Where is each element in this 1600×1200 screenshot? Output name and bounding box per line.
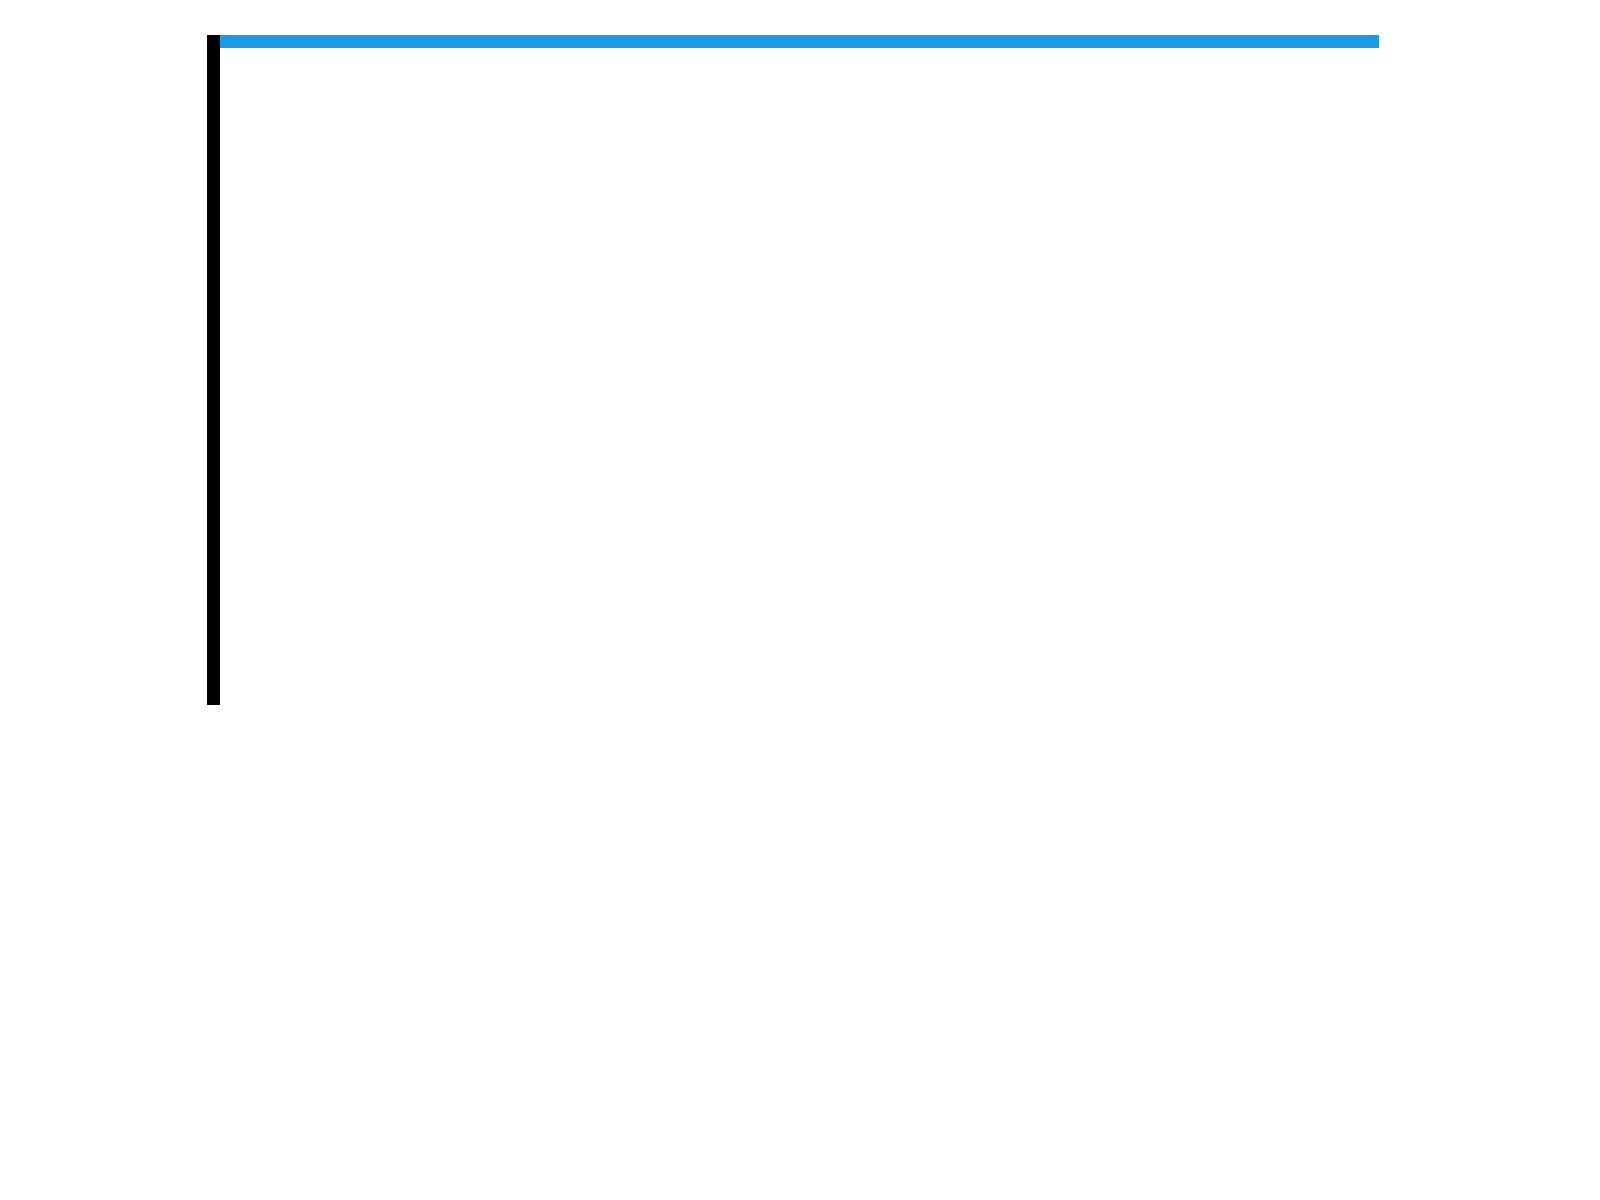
building-walls — [207, 35, 1379, 705]
wall-top — [207, 35, 1379, 48]
wall-left-upper — [207, 35, 220, 705]
